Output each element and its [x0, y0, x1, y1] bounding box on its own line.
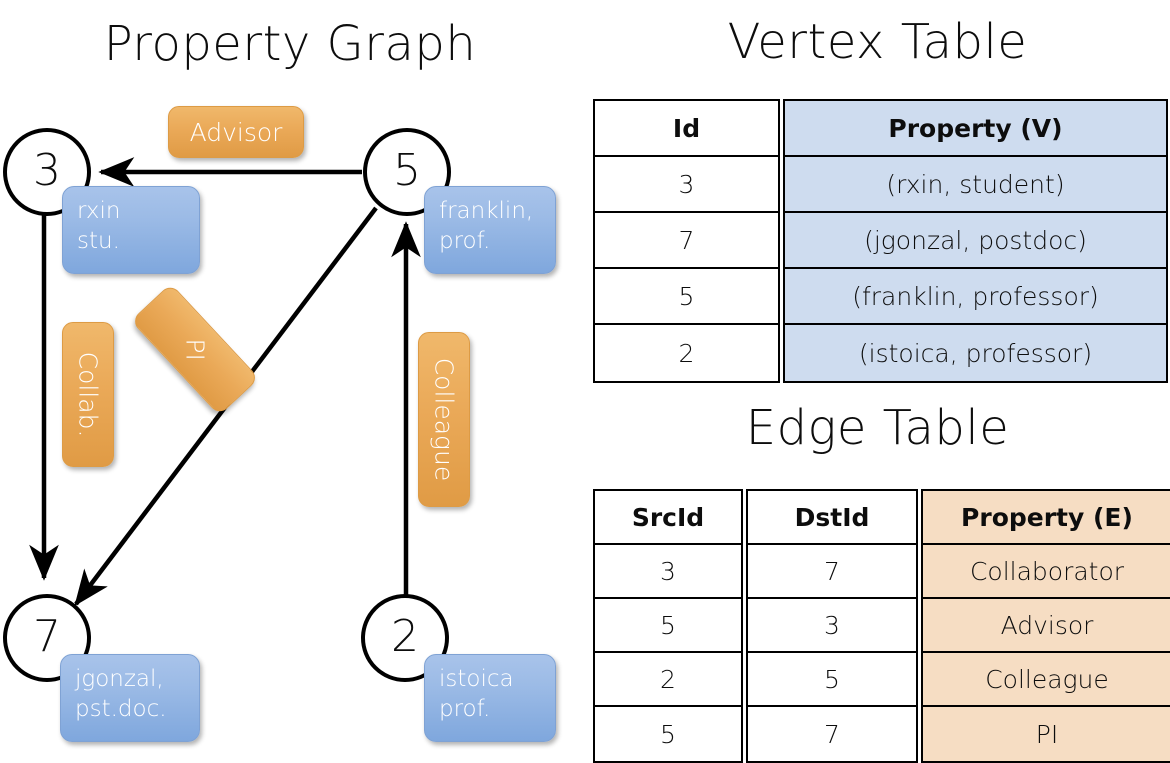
table-row: (jgonzal, postdoc) — [785, 213, 1166, 269]
edge-label-colleague: Colleague — [418, 332, 470, 507]
vertex-table-column-id: Id 3 7 5 2 — [593, 99, 780, 383]
edge-label-pi-text: PI — [180, 338, 210, 361]
vertex-node-5-label: 5 — [393, 145, 421, 196]
table-row: 2 — [595, 653, 741, 707]
vertex-property-box-5: franklin, prof. — [424, 186, 556, 274]
table-row: 7 — [748, 545, 916, 599]
vertex-property-5-line2: prof. — [439, 228, 491, 255]
table-row: (istoica, professor) — [785, 325, 1166, 381]
table-row: (franklin, professor) — [785, 269, 1166, 325]
table-row: 3 — [748, 599, 916, 653]
vertex-node-7[interactable]: 7 — [3, 594, 91, 682]
vertex-node-3-label: 3 — [33, 145, 61, 196]
table-row: 5 — [595, 269, 778, 325]
page-title-edge-table: Edge Table — [745, 400, 1010, 456]
edge-label-collab: Collab. — [62, 322, 114, 467]
table-row: 7 — [748, 707, 916, 761]
property-graph-panel: 3 5 7 2 rxin stu. franklin, prof. jgonza… — [0, 0, 580, 760]
vertex-node-2[interactable]: 2 — [361, 594, 449, 682]
table-row: 5 — [595, 599, 741, 653]
table-row: PI — [923, 707, 1170, 761]
vertex-node-5[interactable]: 5 — [363, 128, 451, 216]
vertex-property-7-line1: jgonzal, — [75, 666, 164, 692]
table-row: Collaborator — [923, 545, 1170, 599]
edge-table-column-dstid: DstId 7 3 5 7 — [746, 489, 918, 763]
vertex-property-3-line1: rxin — [77, 198, 121, 224]
table-row: 5 — [595, 707, 741, 761]
vertex-table-header-property: Property (V) — [785, 101, 1166, 157]
edge-table-column-srcid: SrcId 3 5 2 5 — [593, 489, 743, 763]
edge-label-colleague-text: Colleague — [429, 357, 459, 482]
table-row: Advisor — [923, 599, 1170, 653]
vertex-node-7-label: 7 — [33, 611, 61, 662]
edge-label-advisor-text: Advisor — [189, 117, 283, 147]
page-title-property-graph: Property Graph — [103, 16, 477, 72]
table-row: 3 — [595, 157, 778, 213]
edge-table-header-property: Property (E) — [923, 491, 1170, 545]
vertex-property-3-line2: stu. — [77, 228, 120, 255]
vertex-property-box-2: istoica prof. — [424, 654, 556, 742]
table-row: 3 — [595, 545, 741, 599]
vertex-property-box-3: rxin stu. — [62, 186, 200, 274]
vertex-table-header-id: Id — [595, 101, 778, 157]
edge-table-header-dstid: DstId — [748, 491, 916, 545]
table-row: 5 — [748, 653, 916, 707]
edge-table-header-srcid: SrcId — [595, 491, 741, 545]
table-row: (rxin, student) — [785, 157, 1166, 213]
vertex-property-7-line2: pst.doc. — [75, 696, 167, 723]
edge-table-column-property: Property (E) Collaborator Advisor Collea… — [921, 489, 1170, 763]
vertex-property-2-line1: istoica — [439, 666, 514, 692]
edge-table: SrcId 3 5 2 5 DstId 7 3 5 7 Property (E)… — [593, 489, 1170, 763]
vertex-table-column-property: Property (V) (rxin, student) (jgonzal, p… — [783, 99, 1168, 383]
table-row: 2 — [595, 325, 778, 381]
vertex-table: Id 3 7 5 2 Property (V) (rxin, student) … — [593, 99, 1168, 383]
vertex-property-box-7: jgonzal, pst.doc. — [60, 654, 200, 742]
page-title-vertex-table: Vertex Table — [727, 14, 1028, 70]
vertex-node-3[interactable]: 3 — [3, 128, 91, 216]
edge-label-collab-text: Collab. — [73, 351, 103, 438]
vertex-property-5-line1: franklin, — [439, 198, 534, 224]
table-row: 7 — [595, 213, 778, 269]
edge-label-advisor: Advisor — [168, 106, 304, 158]
vertex-property-2-line2: prof. — [439, 696, 491, 723]
table-row: Colleague — [923, 653, 1170, 707]
vertex-node-2-label: 2 — [391, 611, 419, 662]
